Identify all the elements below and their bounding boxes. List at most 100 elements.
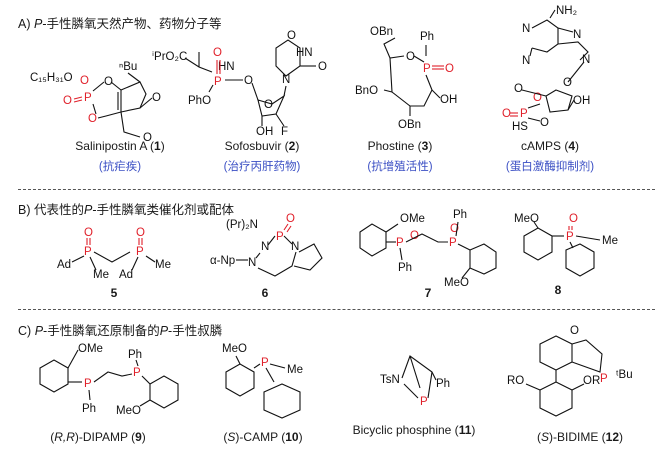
- compound-7-number: 7: [424, 286, 432, 300]
- compound-note: 蛋白激酶抑制剂: [509, 161, 591, 173]
- atom-n: N: [282, 74, 290, 86]
- atom-ro: RO: [507, 375, 524, 387]
- atom-o: O: [104, 76, 113, 88]
- atom-f: F: [281, 126, 288, 138]
- divider-2: [18, 309, 655, 310]
- atom-ph: Ph: [128, 349, 142, 361]
- compound-2-label: Sofosbuvir (2): [224, 139, 300, 153]
- atom-o: O: [264, 99, 273, 111]
- atom-ome: OMe: [400, 213, 425, 225]
- atom-ph: Ph: [398, 262, 412, 274]
- atom-o: O: [514, 83, 523, 95]
- atom-n: N: [582, 54, 590, 66]
- section-b-prefix: 代表性的: [33, 203, 84, 217]
- compound-number: 1: [154, 139, 161, 153]
- section-c-heading: C) P-手性膦氧还原制备的P-手性叔膦: [18, 320, 222, 339]
- structure-4: NH₂ N N N N O O O O P HS O OH: [502, 5, 590, 133]
- section-a-title: -手性膦氧天然产物、药物分子等: [42, 17, 222, 31]
- structure-6: (Pr)₂N O P N N α-Np N: [210, 213, 323, 277]
- atom-ome: OMe: [78, 343, 103, 355]
- atom-ad: Ad: [119, 269, 133, 281]
- atom-meo: MeO: [222, 343, 247, 355]
- atom-oh: OH: [573, 95, 590, 107]
- compound-name: -BIDIME: [552, 430, 599, 444]
- atom-obn: OBn: [398, 119, 421, 131]
- atom-hs: HS: [512, 121, 528, 133]
- atom-o: O: [286, 213, 295, 225]
- atom-o: O: [84, 227, 93, 239]
- atom-ph: Ph: [420, 31, 434, 43]
- atom-me: Me: [155, 259, 171, 271]
- compound-6-number: 6: [261, 286, 269, 300]
- atom-ph: Ph: [82, 403, 96, 415]
- atom-o: O: [445, 63, 454, 75]
- compound-name: Salinipostin A: [75, 139, 147, 153]
- section-c-title: -手性膦氧还原制备的: [43, 324, 160, 338]
- atom-p: P: [600, 373, 608, 385]
- atom-o: O: [410, 230, 419, 242]
- atom-p: P: [84, 92, 92, 104]
- compound-note: 抗增殖活性: [371, 161, 429, 173]
- atom-oh: OH: [440, 94, 457, 106]
- compound-number: 9: [135, 430, 142, 444]
- structure-3: OBn O Ph P O BnO OBn OH: [355, 26, 457, 131]
- compound-number: 2: [288, 139, 296, 153]
- atom-n: N: [291, 241, 299, 253]
- section-b-title: -手性膦氧类催化剂或配体: [92, 203, 235, 217]
- compound-5-number: 5: [110, 286, 118, 300]
- atom-n: N: [522, 23, 530, 35]
- structure-11: TsN Ph P: [380, 355, 450, 408]
- atom-p: P: [84, 246, 92, 258]
- section-c-letter: C): [18, 324, 32, 338]
- section-b-letter: B): [18, 203, 31, 217]
- atom-tsn: TsN: [380, 374, 400, 386]
- atom-tbu: ᵗBu: [616, 369, 633, 381]
- section-a-letter: A): [18, 17, 31, 31]
- atom-ipro2c: ⁱPrO₂C: [152, 51, 187, 63]
- compound-stereo: S: [227, 430, 236, 444]
- section-a-p: P: [33, 17, 43, 31]
- atom-ad: Ad: [57, 259, 71, 271]
- atom-meo: MeO: [116, 405, 141, 417]
- section-b-heading: B) 代表性的P-手性膦氧类催化剂或配体: [18, 199, 234, 218]
- compound-11-label: Bicyclic phosphine (11): [352, 423, 476, 437]
- atom-p: P: [136, 246, 144, 258]
- structure-9: OMe P Ph Ph P MeO: [39, 343, 179, 417]
- atom-o: O: [213, 47, 222, 59]
- atom-pr2n: (Pr)₂N: [226, 219, 258, 231]
- atom-p: P: [566, 231, 574, 243]
- structure-2: ⁱPrO₂C PhO O P HN O O OH F N HN O O: [152, 30, 327, 138]
- structure-7: OMe P O Ph Ph P O MeO: [359, 209, 497, 289]
- compound-name: -DIPAMP: [78, 430, 128, 444]
- compound-number: 3: [421, 139, 429, 153]
- atom-hn: HN: [296, 47, 313, 59]
- atom-p: P: [396, 237, 404, 249]
- atom-me: Me: [287, 364, 303, 376]
- section-a-heading: A) P-手性膦氧天然产物、药物分子等: [18, 13, 222, 32]
- atom-oh: OH: [256, 126, 273, 138]
- compound-name: Bicyclic phosphine: [352, 423, 452, 437]
- atom-p: P: [133, 367, 141, 379]
- atom-hn: HN: [218, 61, 235, 73]
- compound-9-label: (R,R)-DIPAMP (9): [50, 430, 146, 444]
- atom-o: O: [143, 132, 152, 144]
- atom-p: P: [520, 108, 528, 120]
- compound-3-label: Phostine (3): [367, 139, 433, 153]
- atom-o: O: [533, 92, 542, 104]
- atom-p: P: [423, 63, 431, 75]
- structure-12: O P ᵗBu RO OR: [507, 325, 633, 417]
- compound-name: cAMPS: [520, 139, 561, 153]
- structure-10: MeO P Me: [222, 343, 303, 419]
- atom-o: O: [80, 75, 89, 87]
- atom-o: O: [136, 227, 145, 239]
- compound-1-label: Salinipostin A (1): [75, 139, 165, 153]
- atom-obn: OBn: [370, 26, 393, 38]
- atom-me: Me: [602, 235, 618, 247]
- atom-o: O: [88, 113, 97, 125]
- atom-o: O: [563, 77, 572, 89]
- atom-o: O: [569, 213, 578, 225]
- atom-me: Me: [93, 269, 109, 281]
- atom-o: O: [502, 108, 511, 120]
- atom-o: O: [540, 117, 549, 129]
- section-c-p2: P: [159, 324, 169, 338]
